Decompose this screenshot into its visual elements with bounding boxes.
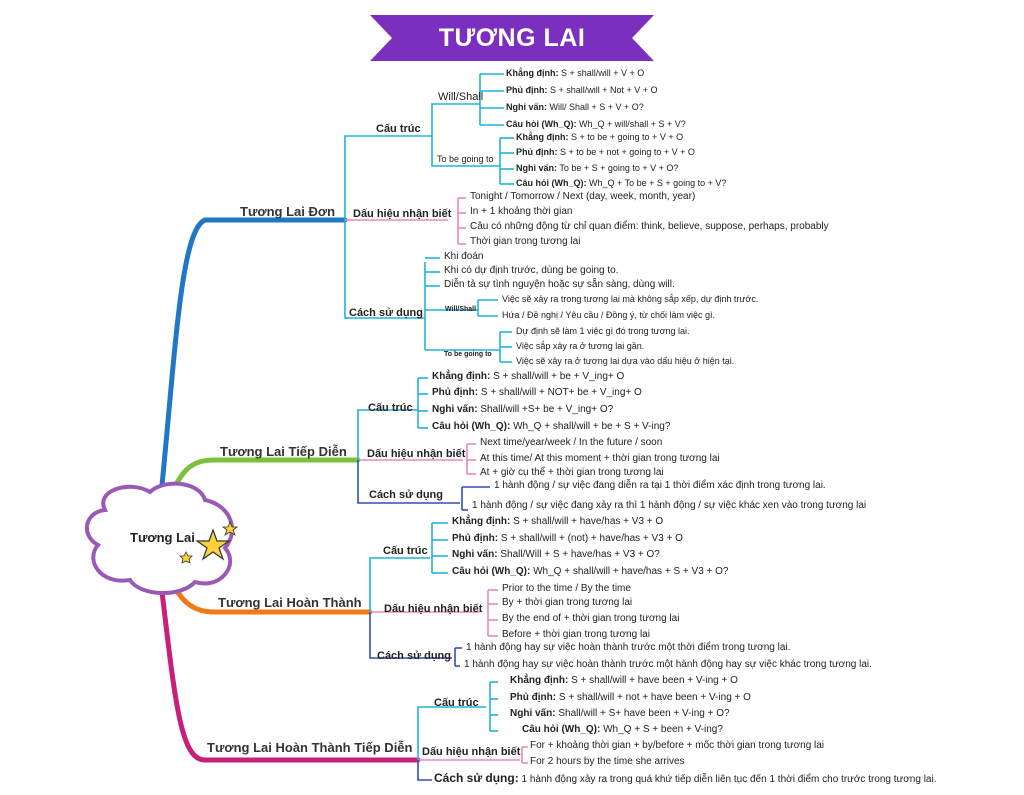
root-label: Tương Lai [130, 530, 195, 545]
b4-negative: Phủ định: S + shall/will + not + have be… [510, 692, 751, 703]
branch-line-future-perfect-continuous [157, 572, 421, 763]
b1-usage-ws-1: Việc sẽ xảy ra trong tương lai mà không … [502, 294, 759, 304]
b1-sign-1: Tonight / Tomorrow / Next (day, week, mo… [470, 191, 696, 202]
b1-ws-affirmative: Khẳng định: S + shall/will + V + O [506, 68, 645, 78]
b2-sign-3: At + giờ cụ thể + thời gian trong tương … [480, 467, 664, 478]
branch-future-perfect: Tương Lai Hoàn Thành [218, 595, 362, 610]
branch-future-continuous: Tương Lai Tiếp Diễn [220, 444, 347, 459]
b1-ws-interrogative: Nghi vấn: Will/ Shall + S + V + O? [506, 102, 644, 112]
b1-sign-2: In + 1 khoảng thời gian [470, 206, 573, 217]
b4-sign-2: For 2 hours by the time she arrives [530, 756, 685, 767]
b4-affirmative: Khẳng định: S + shall/will + have been +… [510, 675, 738, 686]
b1-usage-2: Khi có dự định trước, dùng be going to. [444, 265, 619, 276]
b1-sign-3: Câu có những động từ chỉ quan điểm: thin… [470, 221, 829, 232]
b1-usage-label: Cách sử dụng [349, 307, 423, 319]
b3-interrogative: Nghi vấn: Shall/Will + S + have/has + V3… [452, 549, 660, 560]
star-icon [179, 520, 239, 564]
b3-sign-2: By + thời gian trong tương lai [502, 597, 633, 608]
b1-sign-4: Thời gian trong tương lai [470, 236, 581, 247]
b1-usage-3: Diễn tả sự tình nguyện hoặc sự sẵn sàng,… [444, 279, 675, 290]
b1-usage-going-3: Việc sẽ xảy ra ở tương lai dựa vào dấu h… [516, 356, 735, 366]
b3-usage-label: Cách sử dụng [377, 650, 451, 662]
branch-line-simple-future [157, 217, 348, 508]
b1-bg-interrogative: Nghi vấn: To be + S + going to + V + O? [516, 163, 679, 173]
b3-structure-label: Cấu trúc [383, 545, 428, 557]
b1-usage-will-shall: Will/Shall [445, 306, 477, 313]
b2-interrogative: Nghi vấn: Shall/will +S+ be + V_ing+ O? [432, 404, 614, 415]
b1-usage-going-to: To be going to [444, 351, 492, 358]
root-node [84, 481, 235, 596]
b2-structure-label: Cấu trúc [368, 402, 413, 414]
b3-affirmative: Khẳng định: S + shall/will + have/has + … [452, 516, 664, 527]
b3-sign-3: By the end of + thời gian trong tương la… [502, 613, 680, 624]
b4-interrogative: Nghi vấn: Shall/will + S+ have been + V-… [510, 708, 730, 719]
b1-usage-1: Khi đoán [444, 251, 484, 262]
b2-wh-question: Câu hỏi (Wh_Q): Wh_Q + shall/will + be +… [432, 421, 671, 432]
b1-bg-negative: Phủ định: S + to be + not + going to + V… [516, 147, 695, 157]
b3-sign-4: Before + thời gian trong tương lai [502, 629, 650, 640]
b3-sign-1: Prior to the time / By the time [502, 583, 631, 594]
b2-sign-2: At this time/ At this moment + thời gian… [480, 453, 720, 464]
b1-usage-going-1: Dự định sẽ làm 1 việc gì đó trong tương … [516, 326, 690, 336]
b3-signs-label: Dấu hiệu nhận biết [384, 603, 483, 615]
b2-signs-label: Dấu hiệu nhận biết [367, 448, 466, 460]
b2-usage-2: 1 hành động / sự việc đang xảy ra thì 1 … [472, 500, 867, 511]
b4-usage: Cách sử dụng: 1 hành động xảy ra trong q… [434, 771, 937, 785]
branch-future-perfect-continuous: Tương Lai Hoàn Thành Tiếp Diễn [207, 740, 413, 755]
b1-usage-going-2: Việc sắp xảy ra ở tương lai gần. [516, 341, 645, 351]
b3-usage-2: 1 hành động hay sự việc hoàn thành trước… [464, 659, 872, 670]
b3-wh-question: Câu hỏi (Wh_Q): Wh_Q + shall/will + have… [452, 566, 729, 577]
b2-usage-label: Cách sử dụng [369, 489, 443, 501]
b1-bg-wh-question: Câu hỏi (Wh_Q): Wh_Q + To be + S + going… [516, 178, 727, 188]
b1-going-to-label: To be going to [437, 154, 494, 164]
b2-usage-1: 1 hành động / sự việc đang diễn ra tại 1… [494, 480, 826, 491]
branch-simple-future: Tương Lai Đơn [240, 204, 336, 219]
b1-bg-affirmative: Khẳng định: S + to be + going to + V + O [516, 132, 684, 142]
page-title: TƯƠNG LAI [438, 24, 586, 52]
b2-sign-1: Next time/year/week / In the future / so… [480, 437, 663, 448]
b1-signs-label: Dấu hiệu nhận biết [353, 208, 452, 220]
b4-wh-question: Câu hỏi (Wh_Q): Wh_Q + S + been + V-ing? [522, 724, 723, 735]
b1-ws-negative: Phủ định: S + shall/will + Not + V + O [506, 85, 658, 95]
b1-usage-ws-2: Hứa / Đề nghị / Yêu cầu / Đồng ý, từ chố… [502, 310, 715, 320]
b2-affirmative: Khẳng định: S + shall/will + be + V_ing+… [432, 371, 625, 382]
b4-sign-1: For + khoảng thời gian + by/before + mốc… [530, 740, 825, 751]
b3-usage-1: 1 hành động hay sự việc hoàn thành trước… [466, 642, 791, 653]
b4-structure-label: Cấu trúc [434, 697, 479, 709]
b3-negative: Phủ định: S + shall/will + (not) + have/… [452, 533, 683, 544]
b1-will-shall-label: Will/Shall [438, 91, 484, 103]
title-ribbon [370, 15, 654, 61]
b4-signs-label: Dấu hiệu nhận biết [422, 746, 521, 758]
b2-negative: Phủ định: S + shall/will + NOT+ be + V_i… [432, 387, 642, 398]
b1-structure-label: Cấu trúc [376, 123, 421, 135]
b1-ws-wh-question: Câu hỏi (Wh_Q): Wh_Q + will/shall + S + … [506, 119, 686, 129]
